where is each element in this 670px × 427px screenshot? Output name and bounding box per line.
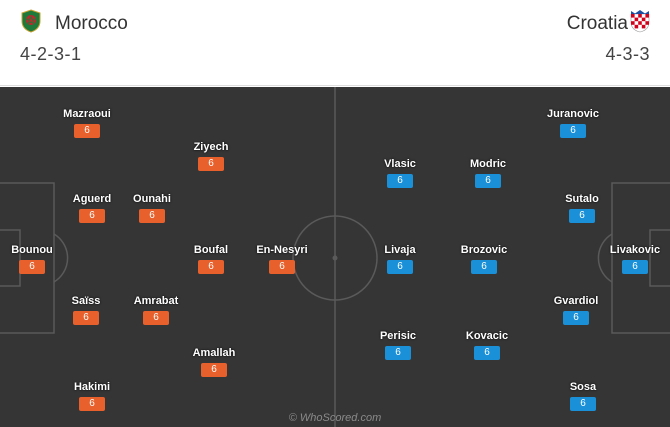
- player-name: Juranovic: [547, 108, 599, 120]
- player-saiss[interactable]: Saïss 6: [41, 295, 131, 325]
- match-header: Morocco 4-2-3-1 Croatia 4-3-3: [0, 0, 670, 86]
- player-livaja[interactable]: Livaja 6: [355, 244, 445, 274]
- player-gvardiol[interactable]: Gvardiol 6: [531, 295, 621, 325]
- player-sosa[interactable]: Sosa 6: [538, 381, 628, 411]
- player-ounahi[interactable]: Ounahi 6: [107, 193, 197, 223]
- player-name: Bounou: [11, 244, 53, 256]
- player-rating: 6: [560, 124, 586, 138]
- morocco-crest-icon: [21, 9, 41, 33]
- player-rating: 6: [474, 346, 500, 360]
- player-name: Saïss: [71, 295, 101, 307]
- player-rating: 6: [139, 209, 165, 223]
- player-rating: 6: [74, 124, 100, 138]
- player-rating: 6: [387, 174, 413, 188]
- player-name: Kovacic: [465, 330, 509, 342]
- player-rating: 6: [570, 397, 596, 411]
- player-kovacic[interactable]: Kovacic 6: [442, 330, 532, 360]
- player-rating: 6: [563, 311, 589, 325]
- player-livakovic[interactable]: Livakovic 6: [590, 244, 670, 274]
- player-name: Vlasic: [384, 158, 416, 170]
- croatia-crest-icon: [630, 10, 650, 33]
- player-name: Sutalo: [565, 193, 599, 205]
- player-name: Livaja: [384, 244, 416, 256]
- player-ziyech[interactable]: Ziyech 6: [166, 141, 256, 171]
- away-formation: 4-3-3: [605, 44, 650, 64]
- player-rating: 6: [19, 260, 45, 274]
- player-name: Modric: [469, 158, 507, 170]
- player-name: Brozovic: [460, 244, 508, 256]
- player-name: Ziyech: [193, 141, 229, 153]
- player-name: Ounahi: [133, 193, 171, 205]
- player-name: Mazraoui: [63, 108, 111, 120]
- player-rating: 6: [143, 311, 169, 325]
- player-en-nesyri[interactable]: En-Nesyri 6: [237, 244, 327, 274]
- pitch: Bounou 6 Mazraoui 6 Aguerd 6 Saïss 6 Hak…: [0, 87, 670, 427]
- player-name: Sosa: [569, 381, 597, 393]
- away-team-name: Croatia: [566, 13, 628, 34]
- player-rating: 6: [387, 260, 413, 274]
- player-name: En-Nesyri: [256, 244, 308, 256]
- pitch-markings: [0, 87, 670, 427]
- player-mazraoui[interactable]: Mazraoui 6: [42, 108, 132, 138]
- player-name: Hakimi: [73, 381, 111, 393]
- player-name: Perisic: [379, 330, 417, 342]
- player-rating: 6: [198, 260, 224, 274]
- player-rating: 6: [79, 397, 105, 411]
- player-vlasic[interactable]: Vlasic 6: [355, 158, 445, 188]
- home-team-name: Morocco: [55, 13, 128, 34]
- player-rating: 6: [475, 174, 501, 188]
- player-hakimi[interactable]: Hakimi 6: [47, 381, 137, 411]
- player-rating: 6: [269, 260, 295, 274]
- player-amrabat[interactable]: Amrabat 6: [111, 295, 201, 325]
- player-name: Gvardiol: [553, 295, 599, 307]
- player-perisic[interactable]: Perisic 6: [353, 330, 443, 360]
- player-name: Amallah: [192, 347, 236, 359]
- player-boufal[interactable]: Boufal 6: [166, 244, 256, 274]
- player-rating: 6: [198, 157, 224, 171]
- player-name: Aguerd: [72, 193, 112, 205]
- watermark: © WhoScored.com: [288, 412, 382, 424]
- player-amallah[interactable]: Amallah 6: [169, 347, 259, 377]
- player-rating: 6: [79, 209, 105, 223]
- player-rating: 6: [201, 363, 227, 377]
- player-name: Amrabat: [133, 295, 179, 307]
- home-formation: 4-2-3-1: [20, 44, 82, 64]
- player-rating: 6: [471, 260, 497, 274]
- player-rating: 6: [385, 346, 411, 360]
- player-name: Boufal: [193, 244, 229, 256]
- player-name: Livakovic: [609, 244, 661, 256]
- player-sutalo[interactable]: Sutalo 6: [537, 193, 627, 223]
- player-bounou[interactable]: Bounou 6: [0, 244, 77, 274]
- player-juranovic[interactable]: Juranovic 6: [528, 108, 618, 138]
- player-brozovic[interactable]: Brozovic 6: [439, 244, 529, 274]
- player-rating: 6: [622, 260, 648, 274]
- player-aguerd[interactable]: Aguerd 6: [47, 193, 137, 223]
- player-rating: 6: [569, 209, 595, 223]
- player-modric[interactable]: Modric 6: [443, 158, 533, 188]
- player-rating: 6: [73, 311, 99, 325]
